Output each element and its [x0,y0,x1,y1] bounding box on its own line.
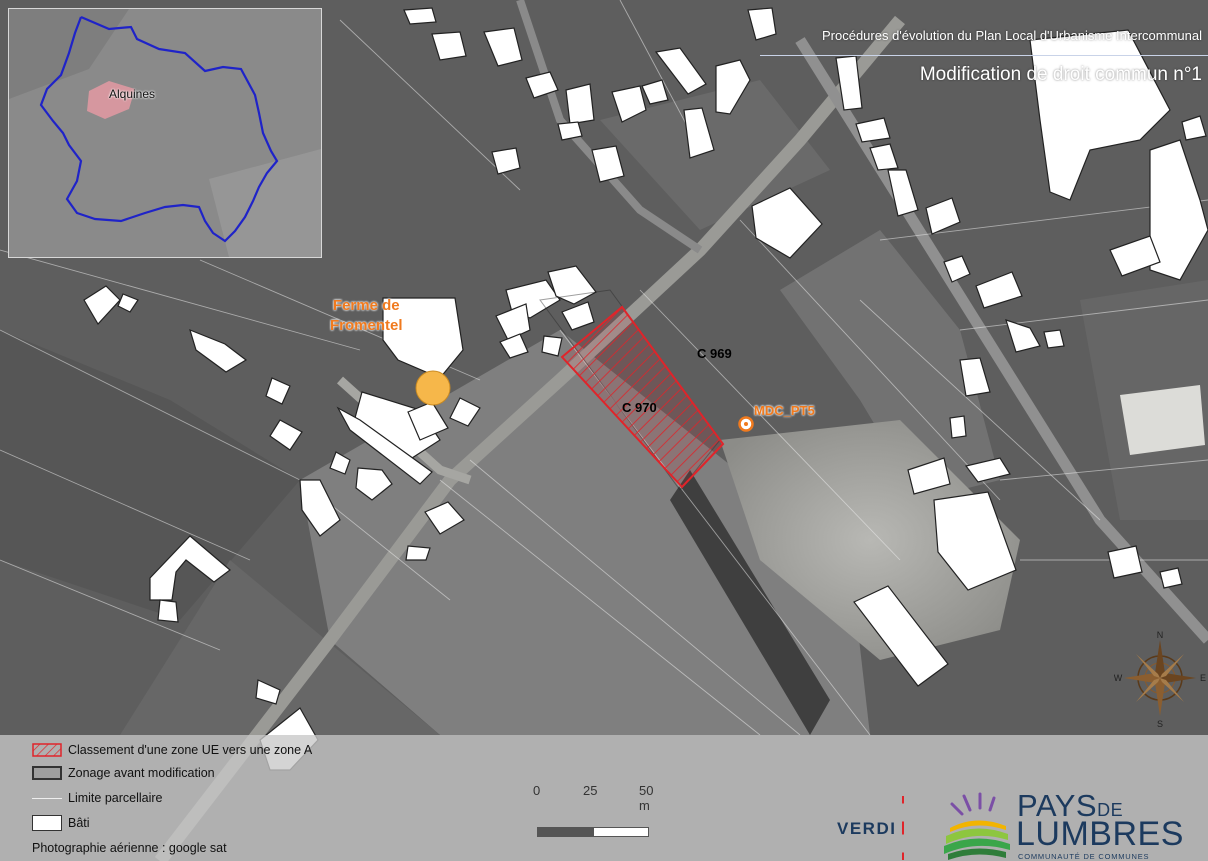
legend-credit: Photographie aérienne : google sat [32,841,227,855]
inset-svg [9,9,321,257]
logo-pays-word: PAYS [1017,788,1098,823]
field-east [780,230,1000,500]
locator-inset-map: Alquines [8,8,322,258]
logo-subtitle-text: COMMUNAUTÉ DE COMMUNES [1018,852,1150,861]
dark-outline-swatch-icon [32,766,62,780]
inset-intercommunal-outline [39,15,279,243]
header-rule [760,55,1208,56]
red-hatch-swatch-icon [32,743,62,757]
legend-label-buildings: Bâti [68,816,90,830]
verdi-logo: VERDI [837,819,897,838]
field-south-west [0,330,300,620]
inset-commune-label: Alquines [109,87,156,101]
legend-label-zoning-before: Zonage avant modification [68,766,215,780]
reclassified-zone-ue-to-a [560,305,725,489]
scale-tick-50: 50 m [639,783,654,813]
scale-bar-light-segment [593,827,649,837]
parcel-c969-label: C 969 [697,346,732,361]
building-swatch-icon [32,815,62,831]
field-south [120,560,440,735]
field-large-south [300,330,870,735]
main-road [154,15,905,861]
mdc-pt5-marker [738,416,754,432]
logo-lumbres-text: LUMBRES [1016,815,1184,853]
ferme-point [415,370,451,406]
legend-item-parcel-limit: Limite parcellaire [32,791,162,805]
pays-de-lumbres-emblem-icon [944,792,1010,860]
compass-s: S [1157,719,1163,728]
ferme-label-line1: Ferme de [332,297,400,314]
dark-hedge [670,470,830,735]
map-header-subtitle: Modification de droit commun n°1 [919,64,1202,85]
riding-arena [1120,385,1205,455]
compass-n: N [1157,630,1164,640]
legend-item-reclassified: Classement d'une zone UE vers une zone A [32,743,312,757]
ferme-label-line2: Fromentel [330,317,403,334]
inset-alquines-area [87,81,135,119]
legend-item-zoning-before: Zonage avant modification [32,766,215,780]
legend-label-parcel-limit: Limite parcellaire [68,791,163,805]
north-field [600,80,830,230]
compass-w: W [1114,673,1123,683]
logo-de-word: DE [1097,800,1124,820]
verdi-red-bar [902,796,904,860]
legend-panel: Classement d'une zone UE vers une zone A… [0,735,1208,861]
scale-tick-0: 0 [533,783,541,798]
map-header-title: Procédures d'évolution du Plan Local d'U… [821,28,1202,43]
buildings [83,7,1208,771]
compass-rose-icon: N S W E [1114,630,1206,728]
pays-de-lumbres-logo: PAYSDE LUMBRES COMMUNAUTÉ DE COMMUNES [940,788,1200,861]
logo-pays-text: PAYSDE [1017,788,1123,824]
parcel-line-swatch-icon [32,797,62,799]
legend-item-buildings: Bâti [32,815,90,831]
legend-label-reclassified: Classement d'une zone UE vers une zone A [68,743,313,757]
scale-bar-dark-segment [537,827,593,837]
parcel-c970-label: C 970 [622,400,657,415]
scale-tick-25: 25 [583,783,598,798]
ferme-de-fromentel-label: Ferme de Fromentel [330,296,403,336]
mdc-pt5-label: MDC_PT5 [754,403,815,418]
compass-e: E [1200,673,1206,683]
legend-credit-text: Photographie aérienne : google sat [32,841,227,855]
